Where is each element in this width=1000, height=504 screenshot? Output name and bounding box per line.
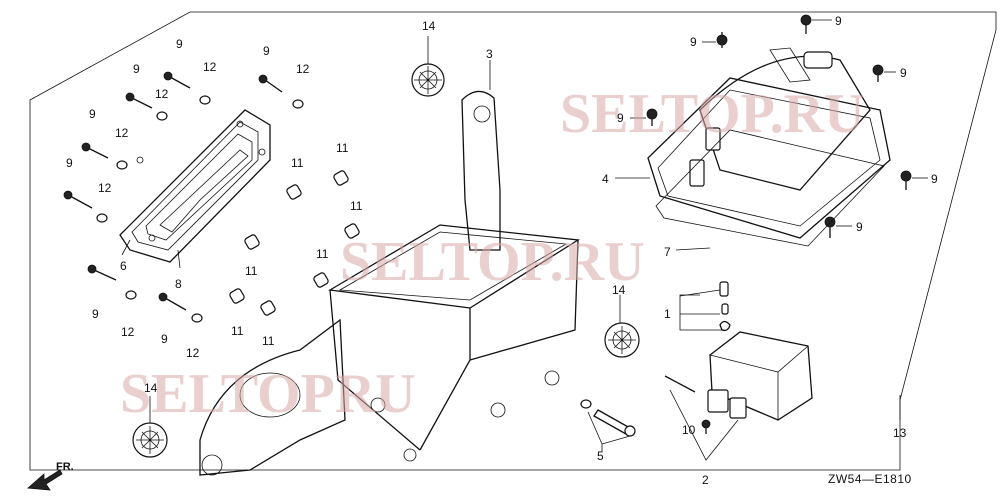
callout-12: 12 (121, 325, 135, 339)
bolt-9d (81, 142, 109, 159)
watermark-group: SELTOP.RU SELTOP.RU SELTOPRU (120, 83, 865, 425)
grommet-14-top (411, 63, 445, 97)
callout-12: 12 (115, 126, 129, 140)
callout-7: 7 (664, 245, 671, 259)
callout-9: 9 (835, 14, 842, 28)
leader-lines (121, 19, 928, 461)
watermark-2: SELTOP.RU (340, 231, 645, 293)
watermark-1: SELTOP.RU (560, 83, 865, 145)
bolt-9f (87, 264, 117, 281)
callout-9: 9 (690, 35, 697, 49)
callout-10: 10 (682, 423, 696, 437)
callout-11: 11 (231, 324, 244, 338)
callout-14: 14 (422, 19, 436, 33)
bolt-9g (158, 292, 187, 311)
bolt-group (63, 14, 912, 311)
callout-12: 12 (155, 87, 169, 101)
callout-11: 11 (316, 247, 329, 261)
callout-12: 12 (203, 60, 217, 74)
callout-4: 4 (602, 172, 609, 186)
front-direction-arrow-icon: FR. (27, 461, 74, 491)
callout-11: 11 (350, 199, 363, 213)
callout-11: 11 (336, 141, 349, 155)
bolt-9b (125, 92, 153, 109)
diagram-frame (29, 11, 997, 471)
callout-9: 9 (263, 44, 270, 58)
callout-11: 11 (245, 264, 258, 278)
callout-11: 11 (291, 156, 304, 170)
bolt-9h (716, 32, 728, 48)
bolt-9k (646, 108, 658, 126)
callout-labels: 14 3 4 7 14 1 5 2 10 13 14 6 8 9 9 9 9 9… (66, 14, 938, 487)
connector-block (664, 331, 813, 434)
callout-9: 9 (92, 307, 99, 321)
callout-9: 9 (133, 62, 140, 76)
cover-assembly (119, 109, 271, 263)
bolt-9i (800, 14, 812, 34)
callout-2: 2 (702, 473, 709, 487)
callout-5: 5 (597, 449, 604, 463)
callout-9: 9 (89, 107, 96, 121)
callout-9: 9 (161, 332, 168, 346)
watermark-3: SELTOPRU (120, 363, 416, 425)
grommet-14-low (132, 422, 168, 458)
washer-group (96, 95, 304, 323)
grommet-14-mid (604, 322, 640, 358)
callout-8: 8 (175, 277, 182, 291)
callout-9: 9 (900, 66, 907, 80)
screw-5 (580, 399, 636, 437)
control-box-case (199, 90, 580, 476)
callout-9: 9 (856, 220, 863, 234)
bolt-9c (258, 74, 283, 93)
callout-14: 14 (612, 283, 626, 297)
direction-label: FR. (56, 461, 74, 473)
callout-13: 13 (893, 426, 907, 440)
callout-12: 12 (186, 346, 200, 360)
bolt-9m (824, 216, 836, 238)
callout-12: 12 (296, 62, 310, 76)
collar-group (229, 170, 360, 316)
case-lid (647, 47, 891, 247)
callout-9: 9 (931, 172, 938, 186)
valve-set (719, 281, 731, 332)
bolt-9a (163, 71, 191, 89)
drawing-code: ZW54—E1810 (828, 472, 912, 486)
callout-12: 12 (98, 181, 112, 195)
bolt-9e (63, 190, 93, 209)
callout-3: 3 (486, 47, 493, 61)
callout-9: 9 (176, 37, 183, 51)
callout-14: 14 (144, 381, 158, 395)
callout-9: 9 (617, 111, 624, 125)
callout-6: 6 (120, 259, 127, 273)
callout-11: 11 (262, 334, 275, 348)
bolt-9j (872, 64, 884, 82)
bolt-9l (900, 170, 912, 190)
callout-9: 9 (66, 156, 73, 170)
callout-1: 1 (664, 307, 671, 321)
